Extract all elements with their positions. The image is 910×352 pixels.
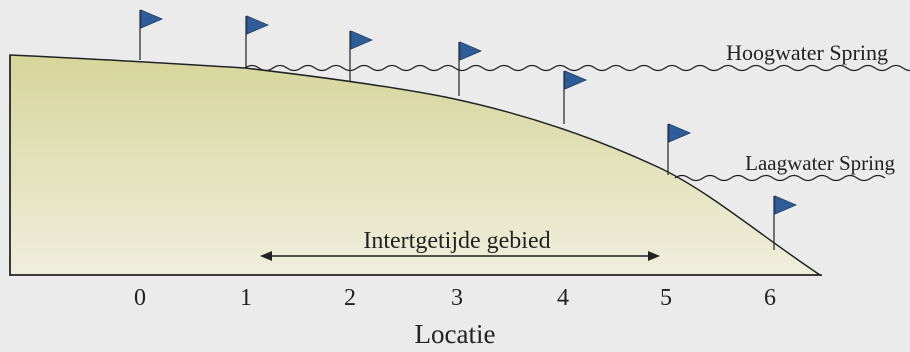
- flag-5: [667, 123, 692, 175]
- intertidal-zone-arrow: [260, 251, 660, 261]
- low-tide-label: Laagwater Spring: [745, 151, 895, 175]
- flag-0: [139, 9, 164, 60]
- location-label-6: 6: [764, 285, 776, 311]
- flag-4: [563, 70, 588, 124]
- location-label-5: 5: [660, 285, 672, 311]
- location-label-1: 1: [240, 285, 252, 311]
- flag-6: [773, 195, 798, 250]
- high-tide-label: Hoogwater Spring: [726, 40, 888, 65]
- flag-3: [458, 41, 483, 96]
- location-label-3: 3: [451, 285, 463, 311]
- beach-profile: [9, 54, 823, 276]
- location-label-2: 2: [344, 285, 356, 311]
- flag-1: [245, 15, 270, 68]
- location-label-0: 0: [134, 285, 146, 311]
- flag-2: [349, 30, 374, 82]
- low-tide-line: [674, 174, 886, 182]
- axis-title: Locatie: [415, 319, 496, 349]
- high-tide-line: [244, 64, 910, 72]
- location-label-4: 4: [557, 285, 569, 311]
- intertidal-zone-label: Intertgetijde gebied: [363, 228, 550, 254]
